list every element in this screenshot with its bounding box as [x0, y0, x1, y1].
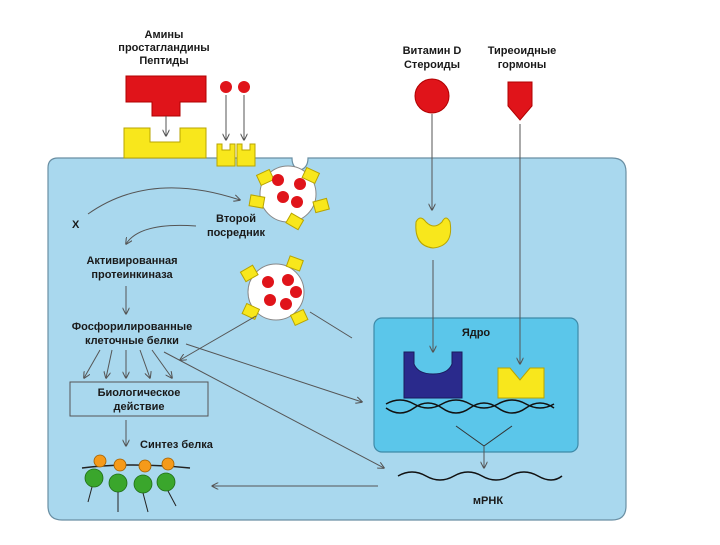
arrow-phospho-to-mrna: [163, 351, 384, 468]
steroid-hormone-ball: [414, 78, 450, 114]
nuclear-receptor-yellow: [497, 367, 545, 399]
amine-dot-1: [220, 81, 232, 93]
label-second-messenger-2: посредник: [207, 227, 266, 239]
arrow-phospho-bio-4: [139, 349, 150, 378]
arrow-vesicle2-to-phospho: [180, 315, 257, 360]
ribosomes: [81, 454, 191, 513]
label-mrna: мРНК: [473, 495, 503, 507]
bio-action-box: [69, 381, 209, 417]
converge-left: [455, 425, 485, 447]
label-phospho-2: клеточные белки: [85, 335, 179, 347]
label-steroids: Стероиды: [404, 59, 460, 71]
dna-strand: [385, 399, 555, 414]
label-peptides: Пептиды: [139, 55, 188, 67]
arrow-messenger-to-kinase: [126, 224, 197, 244]
arrow-phospho-bio-2: [106, 349, 113, 378]
arrow-phospho-to-dna: [185, 343, 362, 402]
label-x: X: [72, 219, 80, 231]
arrow-x-to-vesicle: [87, 187, 240, 215]
mrna-strand: [397, 471, 563, 481]
label-bio-1: Биологическое: [98, 387, 181, 399]
vesicle-second-messenger-2: [239, 255, 309, 327]
arrow-vesicle2-to-nucleus: [309, 311, 353, 339]
label-thyroid-1: Тиреоидные: [488, 45, 557, 57]
label-kinase-1: Активированная: [86, 255, 177, 267]
arrow-phospho-bio-1: [84, 349, 101, 378]
amine-dot-2: [238, 81, 250, 93]
converge-right: [483, 425, 513, 447]
label-thyroid-2: гормоны: [498, 59, 546, 71]
label-bio-2: действие: [113, 401, 164, 413]
label-second-messenger-1: Второй: [216, 213, 256, 225]
label-vitamin-d: Витамин D: [403, 45, 462, 57]
label-kinase-2: протеинкиназа: [91, 269, 173, 281]
thyroid-hormone-shape: [507, 81, 533, 121]
label-protein-synthesis: Синтез белка: [140, 439, 214, 451]
membrane-receptor-amine-2: [236, 143, 256, 167]
nuclear-receptor-navy: [403, 351, 463, 399]
peptide-hormone-shape: [125, 75, 207, 117]
vesicle-second-messenger-1: [248, 165, 330, 231]
label-prostaglandins: простагландины: [118, 42, 209, 54]
arrow-phospho-bio-5: [151, 349, 172, 378]
cytoplasmic-receptor: [415, 217, 452, 249]
label-amines: Амины: [145, 29, 184, 41]
nucleus: [373, 317, 579, 453]
label-nucleus: Ядро: [462, 327, 491, 339]
label-phospho-1: Фосфорилированные: [72, 321, 192, 333]
membrane-receptor-amine-1: [216, 143, 236, 167]
membrane-receptor-peptide: [123, 127, 207, 159]
